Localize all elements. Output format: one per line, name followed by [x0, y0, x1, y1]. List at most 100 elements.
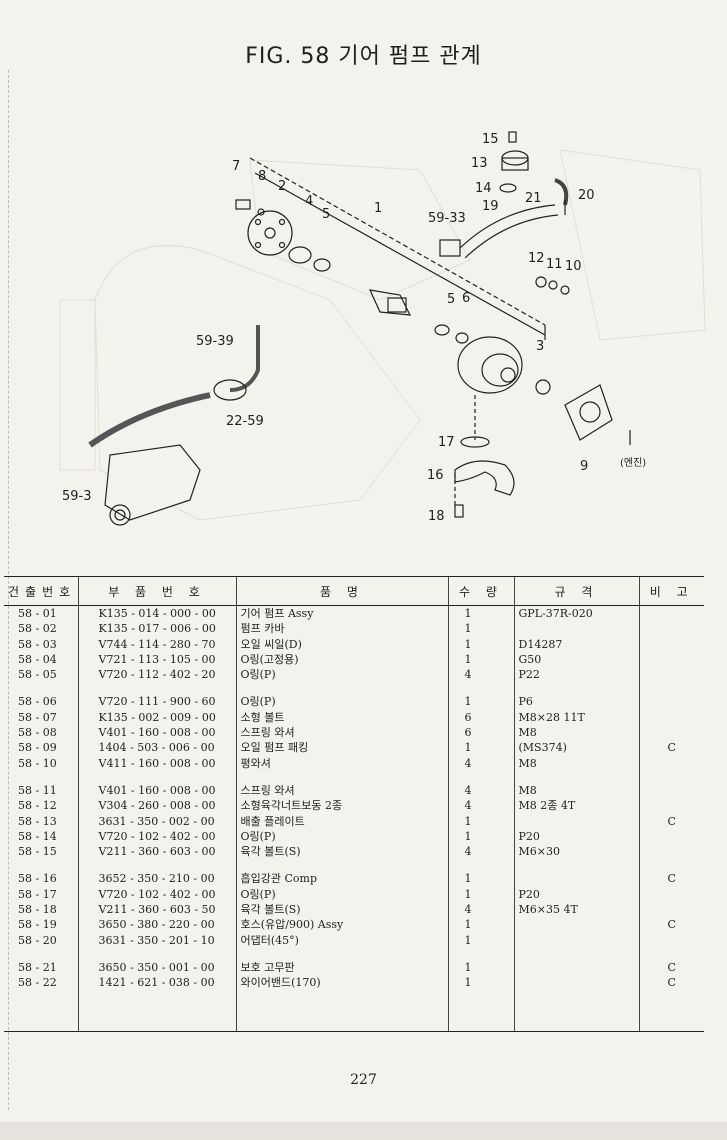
empty-cell	[638, 770, 704, 783]
empty-cell	[4, 682, 78, 694]
part-name-cell: 평와셔	[235, 755, 448, 771]
empty-cell	[513, 990, 639, 1032]
svg-text:12: 12	[528, 251, 545, 266]
ref-number-cell: 58 - 14	[18, 829, 57, 843]
quantity-cell: 4	[447, 844, 514, 860]
empty-cell	[447, 770, 514, 783]
ref-number-cell: 58 - 17	[18, 887, 57, 901]
spec-cell: (MS374)	[513, 740, 639, 756]
remarks-cell: C	[638, 959, 704, 976]
part-number-cell: V720 - 112 - 402 - 20	[77, 667, 236, 683]
part-name-cell: O링(P)	[235, 694, 448, 710]
spec-cell: M8	[513, 755, 639, 771]
part-number-cell: 3650 - 380 - 220 - 00	[77, 917, 236, 933]
spec-cell	[513, 975, 639, 991]
empty-cell	[447, 990, 514, 1032]
header-specification: 규 격	[513, 576, 639, 606]
quantity-cell: 1	[447, 605, 514, 622]
quantity-cell: 4	[447, 755, 514, 771]
remarks-cell	[638, 828, 704, 845]
quantity-cell: 1	[447, 886, 514, 903]
quantity-cell: 4	[447, 782, 514, 799]
quantity-cell: 1	[447, 975, 514, 991]
ref-number-cell: 58 - 05	[18, 668, 57, 682]
quantity-cell: 1	[447, 932, 514, 948]
remarks-cell	[638, 725, 704, 741]
part-number-cell: 3631 - 350 - 201 - 10	[77, 932, 236, 948]
part-number-cell: 3652 - 350 - 210 - 00	[77, 871, 236, 887]
quantity-cell: 1	[447, 871, 514, 887]
page-number: 227	[350, 1072, 377, 1088]
spec-cell	[513, 917, 639, 933]
ref-number-cell: 58 - 20	[18, 933, 57, 947]
part-number-cell: V401 - 160 - 008 - 00	[77, 725, 236, 741]
svg-text:17: 17	[438, 435, 455, 450]
svg-text:9: 9	[580, 459, 588, 474]
spec-cell	[513, 932, 639, 948]
svg-text:1: 1	[374, 201, 382, 216]
remarks-cell: C	[638, 813, 704, 829]
table-filler-row	[4, 990, 704, 1032]
empty-cell	[513, 947, 639, 960]
spec-cell: M8×28 11T	[513, 709, 639, 726]
part-name-cell: 스프링 와셔	[235, 782, 448, 799]
ref-number-cell: 58 - 09	[18, 741, 57, 755]
empty-cell	[77, 682, 236, 695]
spec-cell: M8	[513, 782, 639, 799]
svg-text:8: 8	[258, 169, 266, 184]
scan-edge	[0, 1122, 727, 1140]
remarks-cell	[638, 755, 704, 771]
quantity-cell: 1	[447, 651, 514, 668]
remarks-cell: C	[638, 740, 704, 756]
remarks-cell	[638, 932, 704, 948]
ref-number-cell: 58 - 04	[18, 652, 57, 666]
remarks-cell: C	[638, 975, 704, 991]
empty-cell	[447, 859, 514, 872]
part-name-cell: 보호 고무판	[235, 959, 448, 976]
empty-cell	[4, 771, 78, 783]
part-number-cell: V720 - 102 - 402 - 00	[77, 828, 236, 845]
quantity-cell: 1	[447, 694, 514, 710]
spec-cell: D14287	[513, 636, 639, 652]
svg-text:59-3: 59-3	[62, 489, 92, 504]
empty-cell	[638, 682, 704, 695]
ref-number-cell: 58 - 03	[18, 637, 57, 651]
quantity-cell: 1	[447, 813, 514, 829]
empty-cell	[77, 990, 236, 1032]
ref-number-cell: 58 - 18	[18, 903, 57, 917]
part-number-cell: K135 - 002 - 009 - 00	[77, 709, 236, 726]
quantity-cell: 6	[447, 709, 514, 726]
part-name-cell: O링(P)	[235, 667, 448, 683]
empty-cell	[513, 682, 639, 695]
empty-cell	[638, 947, 704, 960]
svg-text:3: 3	[536, 339, 544, 354]
ref-number-cell: 58 - 15	[18, 845, 57, 859]
empty-cell	[77, 859, 236, 872]
part-name-cell: 배출 플레이트	[235, 813, 448, 829]
quantity-cell: 1	[447, 917, 514, 933]
part-number-cell: K135 - 014 - 000 - 00	[77, 605, 236, 622]
ref-number-cell: 58 - 01	[18, 607, 57, 620]
svg-text:6: 6	[462, 291, 470, 306]
part-number-cell: V721 - 113 - 105 - 00	[77, 651, 236, 668]
svg-text:18: 18	[428, 509, 445, 524]
svg-text:7: 7	[232, 159, 240, 174]
spec-cell: P20	[513, 886, 639, 903]
ref-number-cell: 58 - 02	[18, 622, 57, 636]
part-name-cell: 소형 볼트	[235, 709, 448, 726]
row-gap	[4, 682, 704, 695]
quantity-cell: 1	[447, 959, 514, 976]
remarks-cell	[638, 798, 704, 814]
part-name-cell: 와이어밴드(170)	[235, 975, 448, 991]
